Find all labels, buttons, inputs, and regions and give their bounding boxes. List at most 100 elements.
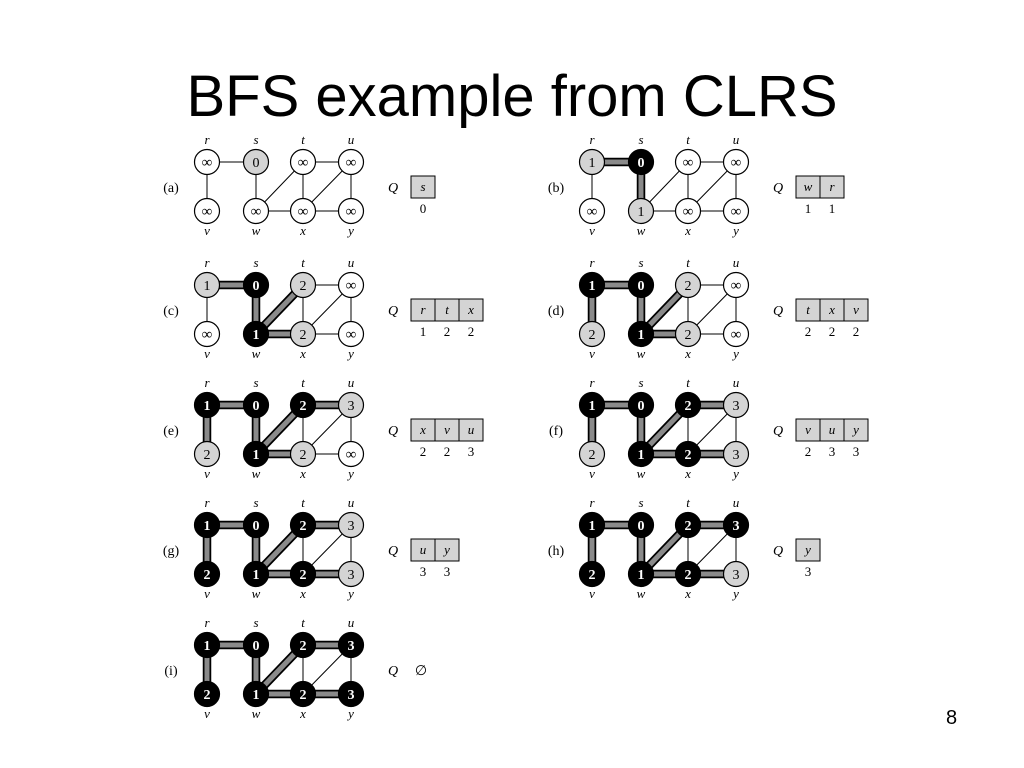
queue-vertex: v <box>444 422 450 437</box>
vertex-name-label: s <box>638 375 643 390</box>
vertex-distance: 1 <box>204 399 211 414</box>
vertex-r <box>578 511 606 539</box>
vertex-x <box>289 560 317 588</box>
vertex-distance: 0 <box>638 399 645 414</box>
queue-vertex: x <box>419 422 426 437</box>
vertex-x <box>674 197 702 225</box>
vertex-name-label: w <box>252 466 261 481</box>
vertex-w <box>242 680 270 708</box>
queue-vertex: x <box>467 302 474 317</box>
vertex-distance: 0 <box>638 279 645 294</box>
vertex-t <box>289 511 317 539</box>
vertex-x <box>289 320 317 348</box>
vertex-name-label: r <box>204 132 210 147</box>
queue-vertex: v <box>805 422 811 437</box>
queue-distance: 2 <box>829 324 836 339</box>
queue-vertex: w <box>804 179 813 194</box>
vertex-v <box>578 320 606 348</box>
vertex-name-label: y <box>346 466 354 481</box>
vertex-distance: 1 <box>638 205 645 220</box>
vertex-distance: ∞ <box>683 204 694 220</box>
queue-distance: 2 <box>468 324 475 339</box>
queue-distance: 2 <box>420 444 427 459</box>
vertex-distance: 3 <box>733 519 740 534</box>
queue-vertex: x <box>828 302 835 317</box>
vertex-distance: 3 <box>733 568 740 583</box>
vertex-v <box>578 440 606 468</box>
vertex-distance: 0 <box>253 399 260 414</box>
queue-vertex: u <box>829 422 836 437</box>
panel-label: (i) <box>164 664 178 679</box>
vertex-name-label: s <box>253 495 258 510</box>
vertex-u <box>722 148 750 176</box>
vertex-name-label: r <box>589 255 595 270</box>
vertex-distance: ∞ <box>731 155 742 171</box>
vertex-distance: 1 <box>589 279 596 294</box>
vertex-u <box>722 391 750 419</box>
vertex-name-label: w <box>637 586 646 601</box>
vertex-name-label: y <box>346 223 354 238</box>
vertex-t <box>289 631 317 659</box>
vertex-distance: 2 <box>685 279 692 294</box>
vertex-distance: 1 <box>638 328 645 343</box>
queue-distance: 2 <box>805 324 812 339</box>
vertex-s <box>242 631 270 659</box>
vertex-name-label: t <box>686 375 690 390</box>
vertex-x <box>289 440 317 468</box>
vertex-name-label: u <box>733 375 740 390</box>
vertex-name-label: y <box>346 346 354 361</box>
queue-vertex: t <box>445 302 449 317</box>
vertex-v <box>578 197 606 225</box>
vertex-distance: ∞ <box>202 327 213 343</box>
vertex-s <box>242 271 270 299</box>
queue-distance: 0 <box>420 201 427 216</box>
vertex-y <box>722 197 750 225</box>
vertex-t <box>674 148 702 176</box>
vertex-distance: 2 <box>685 568 692 583</box>
queue-cell <box>410 175 436 199</box>
vertex-s <box>627 511 655 539</box>
vertex-name-label: w <box>252 706 261 721</box>
queue-vertex: r <box>420 302 426 317</box>
queue-vertex: u <box>468 422 475 437</box>
queue-label: Q <box>388 544 398 559</box>
vertex-distance: 3 <box>348 399 355 414</box>
vertex-name-label: r <box>589 132 595 147</box>
queue-label: Q <box>388 181 398 196</box>
queue-label: Q <box>773 544 783 559</box>
vertex-distance: 2 <box>685 519 692 534</box>
vertex-distance: 2 <box>300 639 307 654</box>
panel-label: (g) <box>163 544 180 559</box>
vertex-distance: 2 <box>589 568 596 583</box>
vertex-u <box>722 271 750 299</box>
vertex-distance: 2 <box>204 688 211 703</box>
vertex-s <box>627 391 655 419</box>
vertex-name-label: t <box>301 375 305 390</box>
vertex-r <box>193 148 221 176</box>
vertex-w <box>242 197 270 225</box>
queue-distance: 3 <box>853 444 860 459</box>
queue-vertex: r <box>829 179 835 194</box>
vertex-r <box>193 631 221 659</box>
vertex-name-label: x <box>684 223 691 238</box>
vertex-t <box>289 148 317 176</box>
vertex-w <box>627 197 655 225</box>
vertex-name-label: x <box>684 466 691 481</box>
vertex-u <box>337 391 365 419</box>
vertex-x <box>289 680 317 708</box>
queue-distance: 2 <box>805 444 812 459</box>
vertex-distance: 2 <box>300 399 307 414</box>
vertex-name-label: x <box>299 223 306 238</box>
vertex-distance: ∞ <box>731 204 742 220</box>
vertex-name-label: w <box>252 223 261 238</box>
panel-label: (b) <box>548 181 565 196</box>
vertex-name-label: u <box>348 132 355 147</box>
panel-label: (d) <box>548 304 565 319</box>
vertex-y <box>722 560 750 588</box>
vertex-name-label: y <box>731 346 739 361</box>
vertex-t <box>289 271 317 299</box>
